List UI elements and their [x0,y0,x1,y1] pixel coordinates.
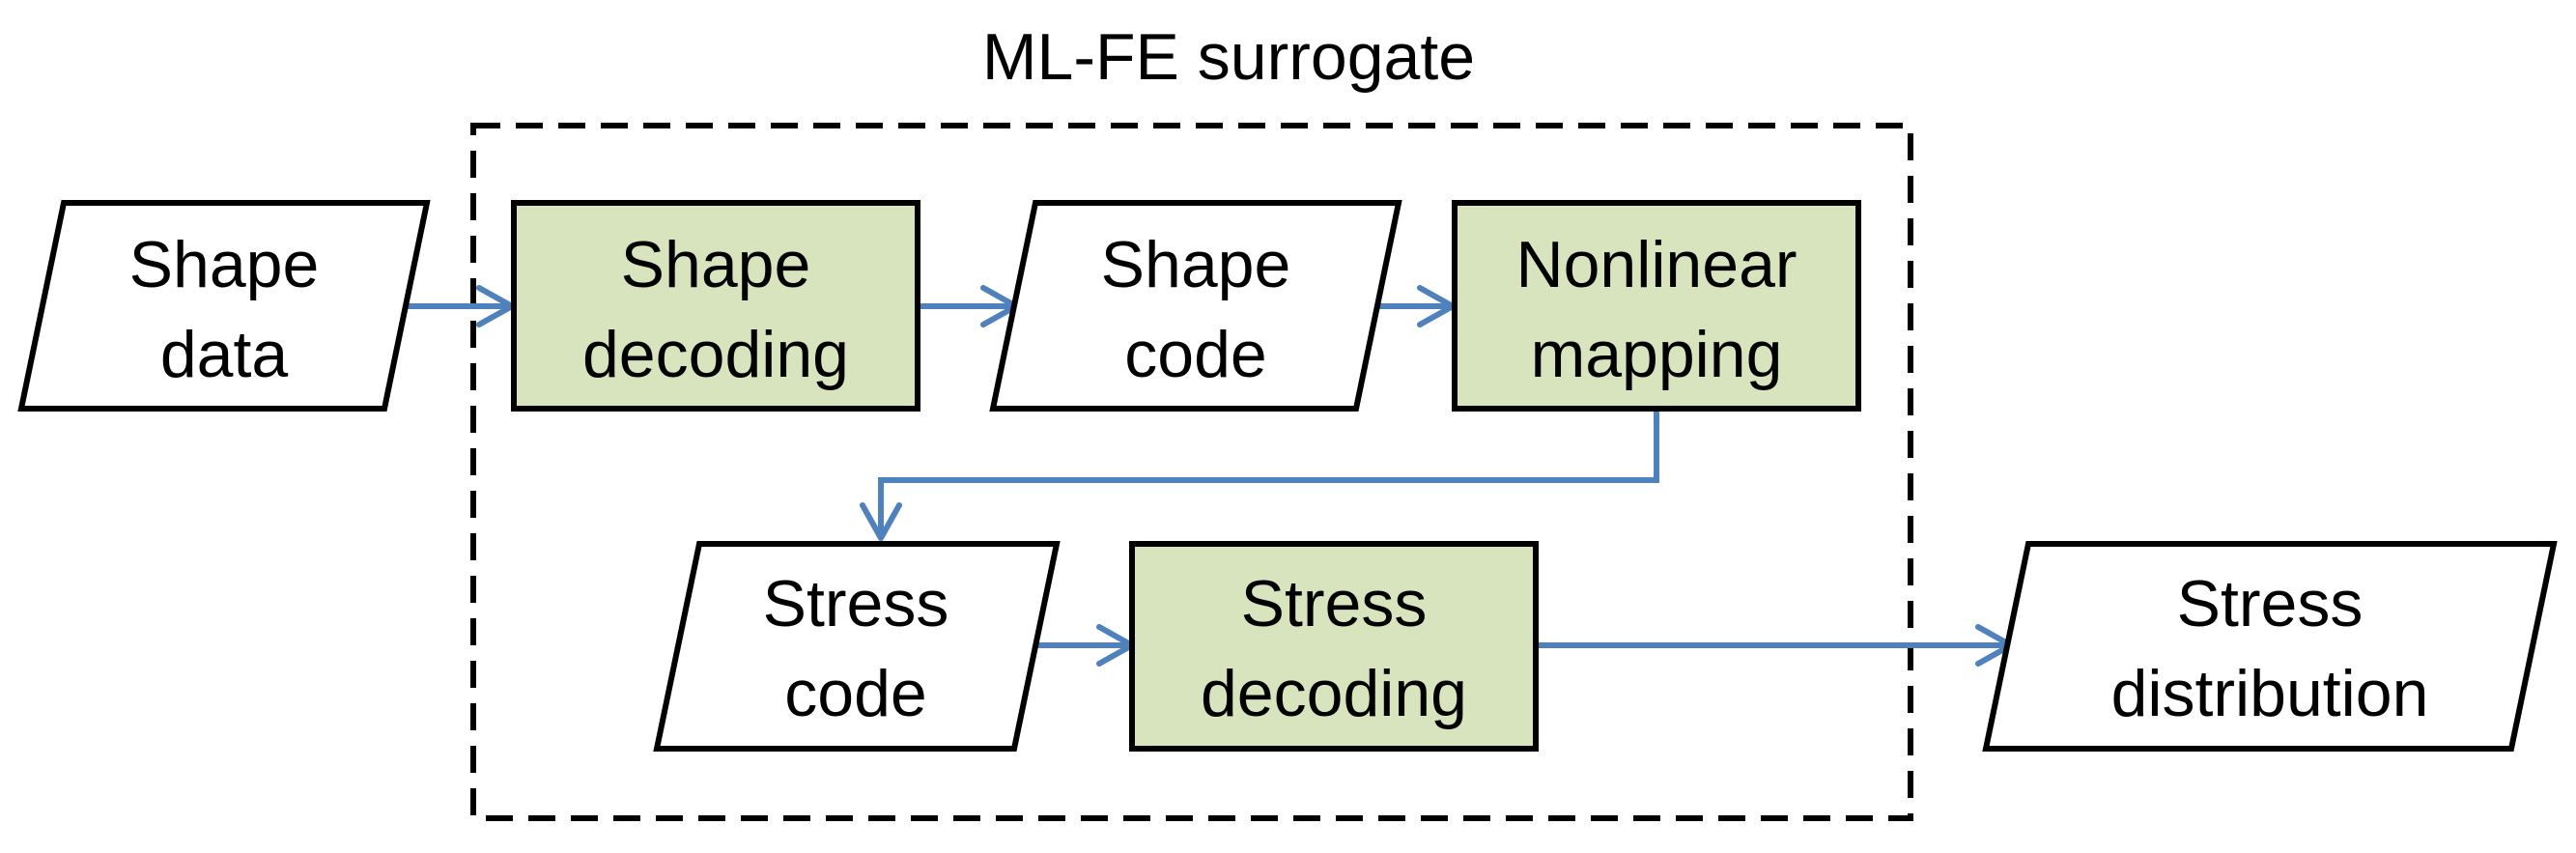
shape-data-parallelogram [17,200,431,412]
surrogate-boundary [470,123,1913,821]
nonlinear-mapping-line2: mapping [1531,318,1783,391]
node-nonlinear-mapping: Nonlinear mapping [1452,200,1861,412]
shape-decoding-box [511,200,920,412]
nonlinear-mapping-line1: Nonlinear [1515,228,1797,301]
stress-distribution-line1: Stress [2177,567,2364,640]
stress-decoding-box [1129,541,1539,752]
connector-arrows [401,285,2014,667]
node-stress-decoding: Stress decoding [1129,541,1539,752]
node-shape-code: Shape code [989,200,1402,412]
nonlinear-mapping-box [1452,200,1861,412]
arrow-nonlinear-to-stresscode [860,409,1659,541]
node-stress-code: Stress code [653,541,1061,752]
node-stress-distribution: Stress distribution [1982,541,2558,752]
shape-decoding-line1: Shape [621,228,811,301]
shape-code-line2: code [1124,318,1266,391]
stress-distribution-line2: distribution [2111,657,2429,730]
diagram-title: ML-FE surrogate [982,20,1475,94]
node-shape-data: Shape data [17,200,431,412]
shape-decoding-line2: decoding [582,318,849,391]
stress-decoding-line2: decoding [1201,657,1467,730]
node-shape-decoding: Shape decoding [511,200,920,412]
shape-data-line1: Shape [129,228,320,301]
shape-code-line1: Shape [1101,228,1291,301]
stress-decoding-line1: Stress [1241,567,1428,640]
stress-distribution-parallelogram [1982,541,2558,752]
shape-code-parallelogram [989,200,1402,412]
stress-code-line2: code [784,657,926,730]
stress-code-line1: Stress [763,567,949,640]
shape-data-line2: data [160,318,289,391]
stress-code-parallelogram [653,541,1061,752]
